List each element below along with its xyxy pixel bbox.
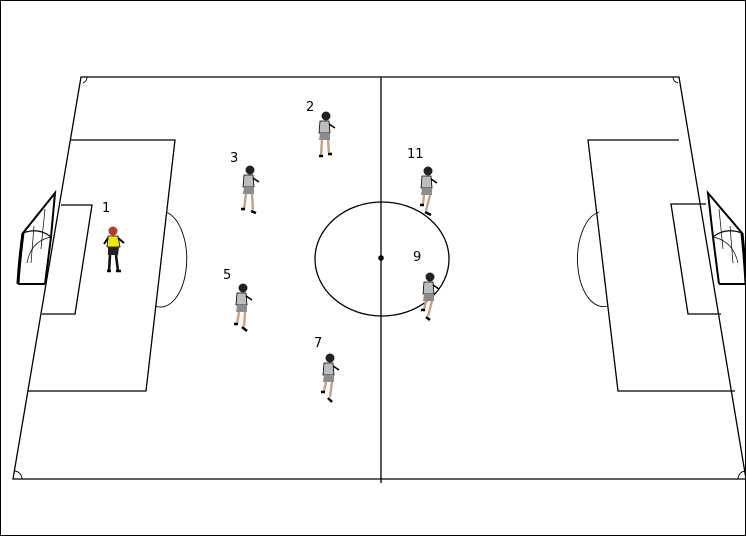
corner-arc-top-right: [673, 77, 678, 83]
right-goal-area: [671, 204, 721, 314]
players: 1 2: [102, 100, 439, 402]
player-figure: [420, 167, 437, 216]
player-number: 3: [230, 151, 238, 166]
left-goal: [18, 193, 55, 284]
player-number: 9: [413, 250, 421, 265]
pitch-markings: [13, 77, 746, 483]
player-figure: [319, 112, 335, 157]
player-number: 7: [314, 336, 322, 351]
player-number: 11: [407, 147, 424, 162]
player-11: 11: [407, 147, 437, 215]
goalkeeper-figure: [104, 227, 124, 272]
player-number: 5: [223, 268, 231, 283]
center-spot: [378, 255, 384, 261]
player-9: 9: [413, 250, 439, 320]
right-penalty-arc: [577, 212, 608, 307]
player-1: 1: [102, 201, 124, 271]
corner-arc-bottom-left: [14, 471, 22, 479]
player-figure: [234, 284, 252, 332]
left-penalty-area: [28, 140, 175, 391]
player-number: 2: [306, 100, 314, 115]
player-7: 7: [314, 336, 339, 402]
pitch-boundary: [13, 77, 746, 479]
corner-arc-bottom-right: [738, 471, 745, 479]
right-goal: [708, 193, 746, 284]
player-figure: [321, 354, 339, 403]
corner-arc-top-left: [83, 77, 87, 83]
player-2: 2: [306, 100, 335, 156]
player-number: 1: [102, 201, 110, 216]
player-figure: [421, 273, 439, 321]
player-3: 3: [230, 151, 259, 213]
player-5: 5: [223, 268, 252, 331]
left-penalty-arc: [155, 212, 187, 307]
right-penalty-area: [588, 140, 735, 391]
player-figure: [241, 166, 259, 214]
